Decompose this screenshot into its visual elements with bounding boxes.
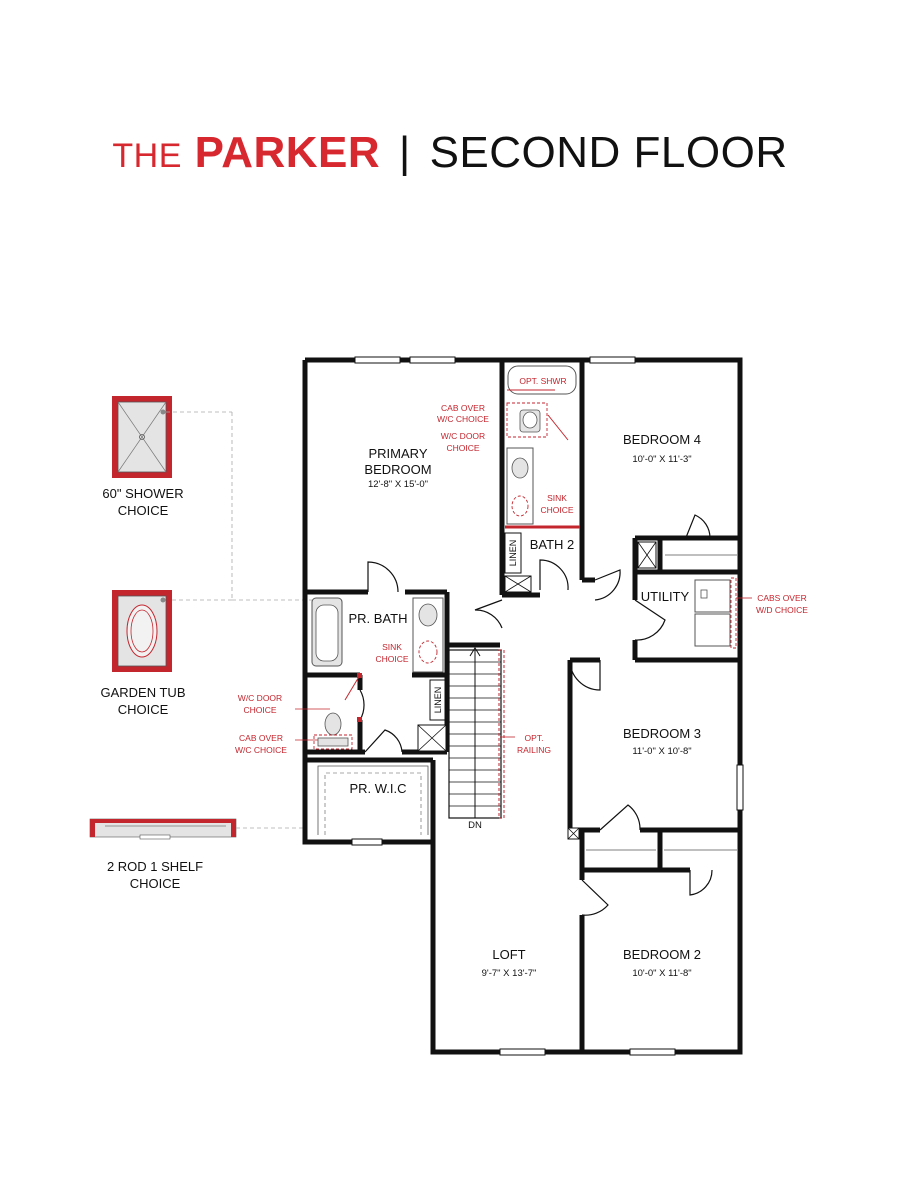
opt-shower-label: OPT. SHWR bbox=[519, 376, 566, 386]
cab-over-wc-left-1: CAB OVER bbox=[239, 733, 283, 743]
stairs bbox=[448, 647, 505, 819]
windows bbox=[351, 356, 744, 1056]
plan-subtitle: SECOND FLOOR bbox=[429, 128, 788, 177]
room-labels: PRIMARY BEDROOM 12'-8" X 15'-0" BEDROOM … bbox=[349, 432, 702, 979]
pr-wic-label: PR. W.I.C bbox=[349, 781, 406, 796]
cab-over-wc-top-1: CAB OVER bbox=[441, 403, 485, 413]
loft-dims: 9'-7" X 13'-7" bbox=[482, 968, 537, 979]
shower-choice-caption-2: CHOICE bbox=[118, 503, 169, 518]
choice-captions: 60" SHOWER CHOICE GARDEN TUB CHOICE 2 RO… bbox=[101, 486, 204, 891]
title-separator: | bbox=[398, 128, 411, 177]
bedroom4-dims: 10'-0" X 11'-3" bbox=[632, 454, 691, 465]
garden-tub-caption-1: GARDEN TUB bbox=[101, 685, 186, 700]
utility-label: UTILITY bbox=[641, 589, 690, 604]
garden-tub-caption-2: CHOICE bbox=[118, 702, 169, 717]
fixtures bbox=[295, 365, 752, 851]
bedroom4-label: BEDROOM 4 bbox=[623, 432, 701, 447]
opt-railing-1: OPT. bbox=[525, 733, 544, 743]
bedroom2-dims: 10'-0" X 11'-8" bbox=[632, 968, 691, 979]
sink-choice-prbath-2: CHOICE bbox=[375, 654, 408, 664]
primary-bedroom-dims: 12'-8" X 15'-0" bbox=[368, 479, 428, 490]
page-title: THE PARKER | SECOND FLOOR bbox=[0, 128, 900, 178]
cab-over-wc-left-2: W/C CHOICE bbox=[235, 745, 287, 755]
cabs-over-wd-2: W/D CHOICE bbox=[756, 605, 808, 615]
sink-choice-prbath-1: SINK bbox=[382, 642, 402, 652]
primary-bedroom-label-1: PRIMARY bbox=[369, 446, 428, 461]
opt-railing-2: RAILING bbox=[517, 745, 551, 755]
wc-door-left-2: CHOICE bbox=[243, 705, 276, 715]
door-swings bbox=[359, 514, 713, 916]
option-labels: OPT. SHWR CAB OVER W/C CHOICE W/C DOOR C… bbox=[235, 376, 808, 755]
sink-choice-bath2-1: SINK bbox=[547, 493, 567, 503]
bedroom2-label: BEDROOM 2 bbox=[623, 947, 701, 962]
garden-tub-choice-drawing bbox=[112, 590, 172, 672]
rod-shelf-caption-2: CHOICE bbox=[130, 876, 181, 891]
loft-label: LOFT bbox=[492, 947, 525, 962]
linen-bath2-label: LINEN bbox=[508, 540, 518, 567]
exterior-walls bbox=[302, 357, 743, 1055]
interior-walls bbox=[305, 360, 740, 1052]
title-prefix: THE bbox=[112, 137, 182, 175]
bedroom3-label: BEDROOM 3 bbox=[623, 726, 701, 741]
linen-prbath-label: LINEN bbox=[433, 687, 443, 714]
wc-door-top-1: W/C DOOR bbox=[441, 431, 485, 441]
rod-shelf-choice-drawing bbox=[89, 818, 237, 840]
bedroom3-dims: 11'-0" X 10'-8" bbox=[632, 746, 691, 757]
cabs-over-wd-1: CABS OVER bbox=[757, 593, 807, 603]
pr-bath-label: PR. BATH bbox=[349, 611, 408, 626]
shower-choice-caption-1: 60" SHOWER bbox=[102, 486, 183, 501]
wc-door-top-2: CHOICE bbox=[446, 443, 479, 453]
bath2-label: BATH 2 bbox=[530, 537, 575, 552]
sink-choice-bath2-2: CHOICE bbox=[540, 505, 573, 515]
rod-shelf-caption-1: 2 ROD 1 SHELF bbox=[107, 859, 203, 874]
wc-door-left-1: W/C DOOR bbox=[238, 693, 282, 703]
stairs-dn-label: DN bbox=[468, 820, 482, 831]
shower-choice-drawing bbox=[112, 396, 172, 478]
plan-name: PARKER bbox=[194, 128, 381, 177]
cab-over-wc-top-2: W/C CHOICE bbox=[437, 414, 489, 424]
primary-bedroom-label-2: BEDROOM bbox=[364, 462, 431, 477]
